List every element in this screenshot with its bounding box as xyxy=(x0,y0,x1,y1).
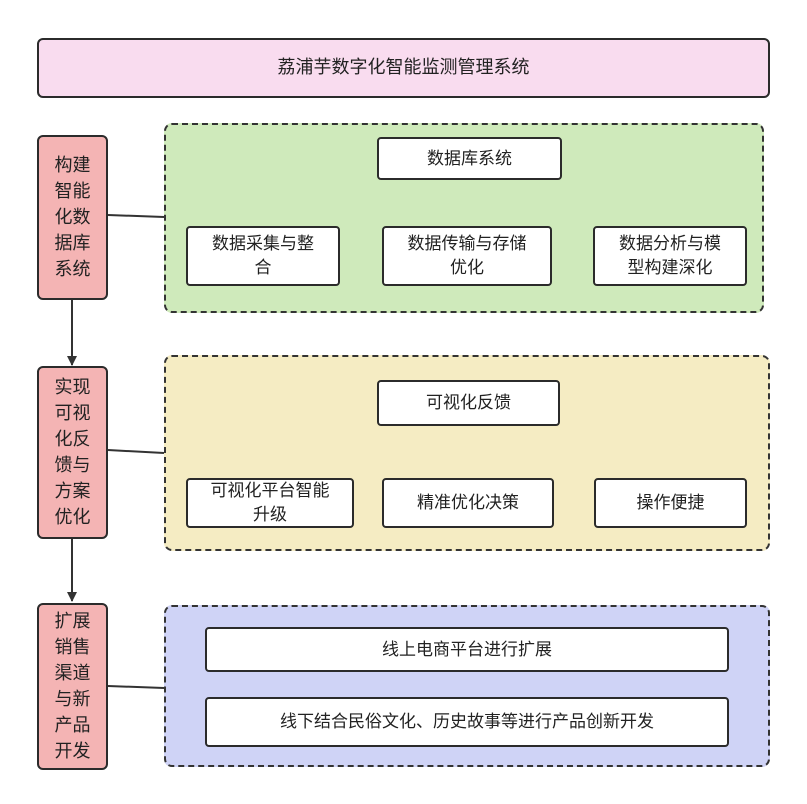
step-visual-feedback: 实现 可视 化反 馈与 方案 优化 xyxy=(37,366,108,539)
node-precise-decision: 精准优化决策 xyxy=(382,478,554,528)
step-label: 扩展 销售 渠道 与新 产品 开发 xyxy=(54,610,91,762)
node-easy-operation: 操作便捷 xyxy=(594,478,747,528)
line-step2-panel2 xyxy=(107,449,165,454)
node-visual-feedback: 可视化反馈 xyxy=(377,380,560,426)
node-online-expansion: 线上电商平台进行扩展 xyxy=(205,627,729,672)
line-step3-panel3 xyxy=(107,685,165,689)
step-build-database: 构建 智能 化数 据库 系统 xyxy=(37,135,108,300)
step-label: 构建 智能 化数 据库 系统 xyxy=(54,154,91,280)
system-title-text: 荔浦芋数字化智能监测管理系统 xyxy=(277,57,530,78)
system-title: 荔浦芋数字化智能监测管理系统 xyxy=(37,38,770,98)
node-data-transmission: 数据传输与存储 优化 xyxy=(382,226,552,286)
node-data-collection: 数据采集与整 合 xyxy=(186,226,340,286)
step-label: 实现 可视 化反 馈与 方案 优化 xyxy=(54,376,91,528)
line-step1-panel1 xyxy=(107,214,165,218)
node-database-system: 数据库系统 xyxy=(377,137,562,180)
node-data-analysis: 数据分析与模 型构建深化 xyxy=(593,226,747,286)
step-sales-expansion: 扩展 销售 渠道 与新 产品 开发 xyxy=(37,603,108,770)
node-offline-innovation: 线下结合民俗文化、历史故事等进行产品创新开发 xyxy=(205,697,729,747)
node-platform-upgrade: 可视化平台智能 升级 xyxy=(186,478,354,528)
